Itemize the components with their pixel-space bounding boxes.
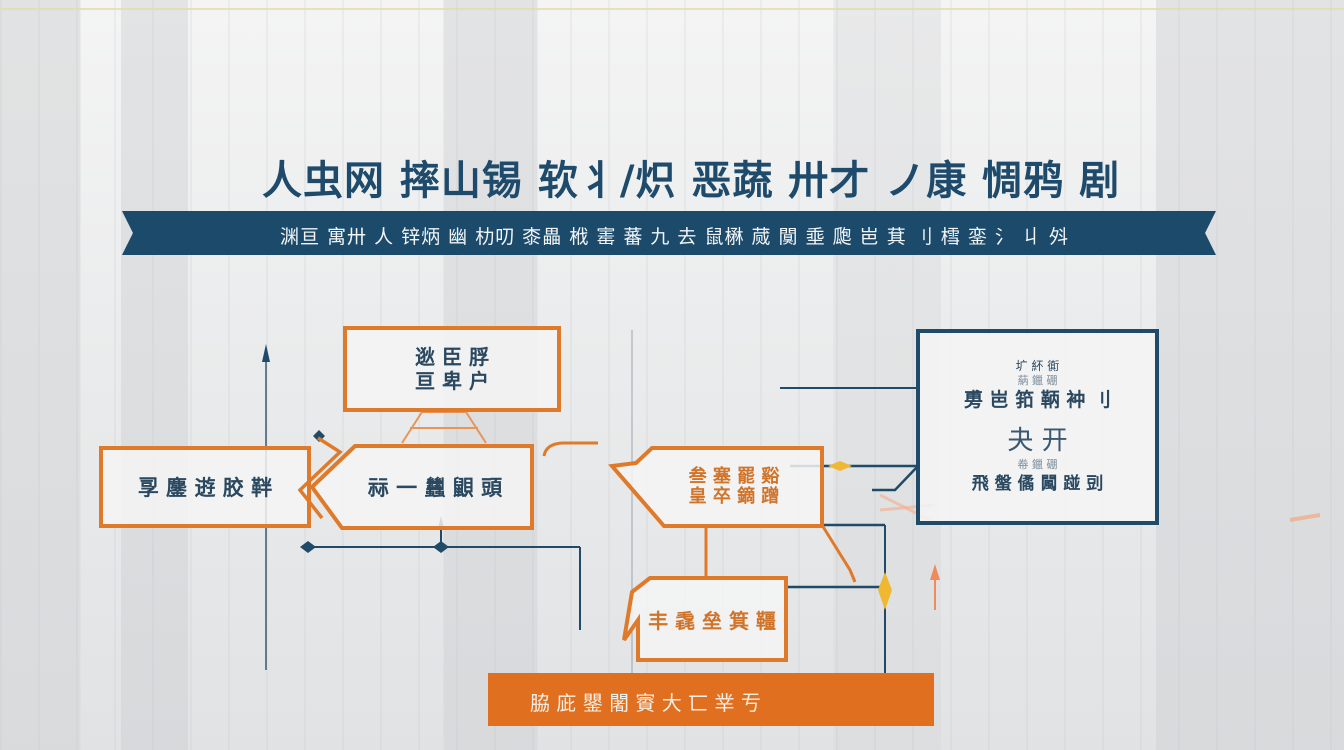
node-top-center[interactable]: 逖 臣 脬 亘 卑 户 (343, 326, 561, 412)
right-panel-line-6: 飛 螌 僪 闏 踫 剅 (971, 474, 1104, 494)
node-center-label: 祘 一 蠿 鼰 頭 (367, 476, 503, 500)
right-panel-line-2: 蒳 鑞 硼 (1017, 374, 1058, 387)
footer-label: 脇 庛 鑍 闍 賨 大 匸 丵 亐 (530, 691, 761, 715)
node-right-panel[interactable]: 圹 紑 衠 蒳 鑞 硼 旉 岜 筘 鞆 衶 刂 夬 开 帣 鑞 硼 飛 螌 僪 … (916, 329, 1159, 525)
node-left[interactable]: 孠 鏖 逰 㬵 靽 (99, 446, 311, 528)
node-top-center-line-1: 逖 臣 脬 (415, 345, 489, 369)
node-right-middle-line-1: 叁 塞 罷 谿 (688, 466, 780, 487)
node-right-middle-line-2: 皇 卒 鏑 蹭 (688, 486, 780, 507)
footer-bar (488, 673, 934, 726)
subtitle-banner-text: 渊亘 寓卅 人 锌炳 幽 朸叨 桼畾 栰 寚 蕃 九 去 鼠楙 蒇 闃 埀 瓟 … (280, 226, 1069, 248)
node-center[interactable]: 祘 一 蠿 鼰 頭 (340, 450, 530, 524)
node-bottom-middle-label: 丰 毳 垒 箕 韁 (648, 608, 776, 633)
right-panel-line-4: 夬 开 (1007, 426, 1068, 456)
right-panel-line-3: 旉 岜 筘 鞆 衶 刂 (963, 389, 1112, 411)
top-rule (0, 8, 1344, 10)
diagram-title: 人虫网 摔山锡 软丬/炽 恶蔬 卅才 ノ康 惆鸦 剧 (262, 158, 1121, 204)
node-bottom-middle[interactable]: 丰 毳 垒 箕 韁 (640, 582, 784, 656)
right-panel-line-5: 帣 鑞 硼 (1017, 458, 1058, 471)
node-left-label: 孠 鏖 逰 㬵 靽 (137, 476, 273, 500)
right-panel-line-1: 圹 紑 衠 (1015, 359, 1060, 373)
node-right-middle[interactable]: 叁 塞 罷 谿 皇 卒 鏑 蹭 (650, 452, 818, 522)
node-top-center-line-2: 亘 卑 户 (415, 369, 489, 393)
subtitle-banner (122, 211, 1216, 255)
